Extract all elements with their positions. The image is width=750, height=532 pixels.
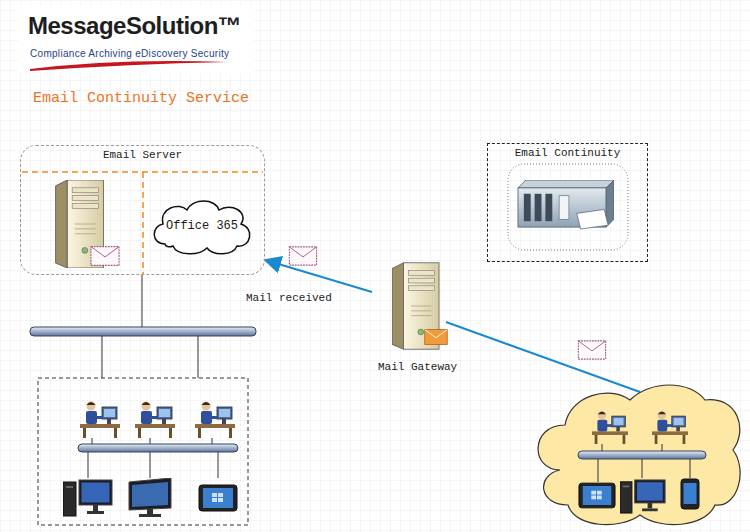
- gateway-node: Mail Gateway: [372, 262, 463, 376]
- wire: [102, 336, 103, 378]
- inner-frame: [508, 164, 628, 250]
- wire: [690, 459, 691, 478]
- logo-swoosh: [30, 61, 228, 71]
- user-icon: [195, 402, 235, 439]
- edge-label: Mail received: [244, 292, 334, 304]
- wire: [662, 444, 663, 451]
- user-icon: [592, 411, 628, 444]
- network-bus: [578, 451, 706, 459]
- server-rack-icon: [518, 180, 614, 229]
- node-label: Email Continuity: [515, 147, 621, 159]
- user-icon: [135, 402, 175, 439]
- network-bus: [78, 444, 238, 452]
- server-group: Email ServerOffice 365: [20, 145, 265, 275]
- logo-wordmark: MessageSolution™: [28, 12, 241, 40]
- node-label: Email Server: [103, 149, 182, 161]
- envelope-icon: [578, 341, 605, 359]
- wire: [88, 452, 89, 478]
- node-label: Office 365: [166, 219, 238, 233]
- node-label: Mail Gateway: [378, 361, 457, 373]
- monitor-icon: [129, 478, 171, 517]
- logo-panel: [18, 6, 254, 74]
- page-title: Email Continuity Service: [33, 90, 249, 107]
- desktop-icon: [63, 480, 112, 516]
- user-icon: [80, 402, 120, 439]
- wire: [142, 275, 143, 327]
- wire: [150, 438, 151, 444]
- phone-icon: [681, 479, 699, 509]
- continuity-group: Email Continuity: [487, 143, 648, 262]
- envelope-icon: [425, 330, 448, 345]
- network-bus: [30, 327, 256, 336]
- cloud-shape: [154, 201, 249, 254]
- wire: [92, 438, 93, 444]
- client-group-box: [38, 378, 248, 525]
- link-line: [446, 322, 640, 392]
- envelope-icon: [91, 247, 119, 266]
- wire: [198, 336, 199, 378]
- tablet-icon: [199, 485, 237, 511]
- wire: [218, 452, 219, 478]
- divider-line: [142, 172, 144, 274]
- mail-flow-arrow: [265, 260, 372, 292]
- wire: [602, 444, 603, 451]
- tablet-icon: [579, 483, 615, 508]
- wire: [598, 459, 599, 482]
- wire: [212, 438, 213, 444]
- envelope-icon: [289, 247, 316, 265]
- cloud-node: Office 365: [147, 194, 257, 258]
- user-icon: [652, 411, 688, 444]
- wire: [642, 459, 643, 478]
- desktop-icon: [620, 480, 665, 513]
- wire: [150, 452, 151, 478]
- internet-cloud: [538, 385, 740, 525]
- logo-tagline: Compliance Archiving eDiscovery Security: [30, 48, 229, 59]
